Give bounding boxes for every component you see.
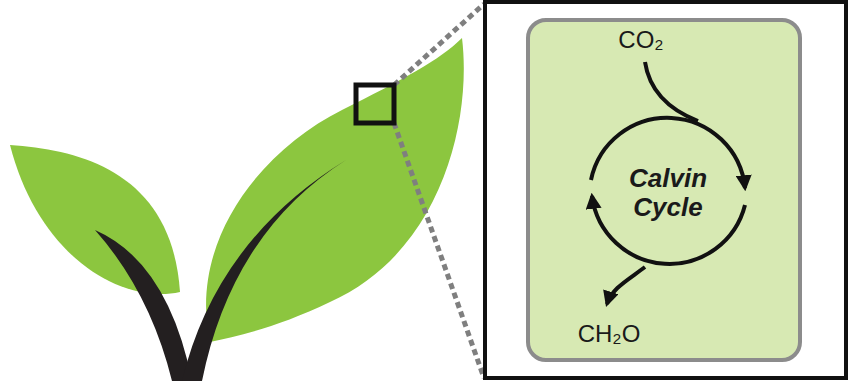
small-leaf (10, 145, 180, 294)
zoom-line (394, 123, 484, 378)
cycle-title: Calvin Cycle (629, 164, 707, 222)
input-arrow (645, 62, 698, 121)
output-label: CH₂O (578, 321, 641, 347)
zoom-square (356, 85, 394, 123)
input-label: CO₂ (618, 27, 663, 53)
output-arrow (607, 267, 645, 304)
large-leaf (206, 38, 464, 342)
zoom-panel (485, 2, 846, 378)
zoom-line (394, 4, 484, 85)
chloroplast-box (528, 20, 800, 360)
cycle-node: Calvin Cycle (629, 164, 707, 222)
small-leaf-stem (95, 230, 192, 381)
large-leaf-stem (182, 160, 346, 381)
